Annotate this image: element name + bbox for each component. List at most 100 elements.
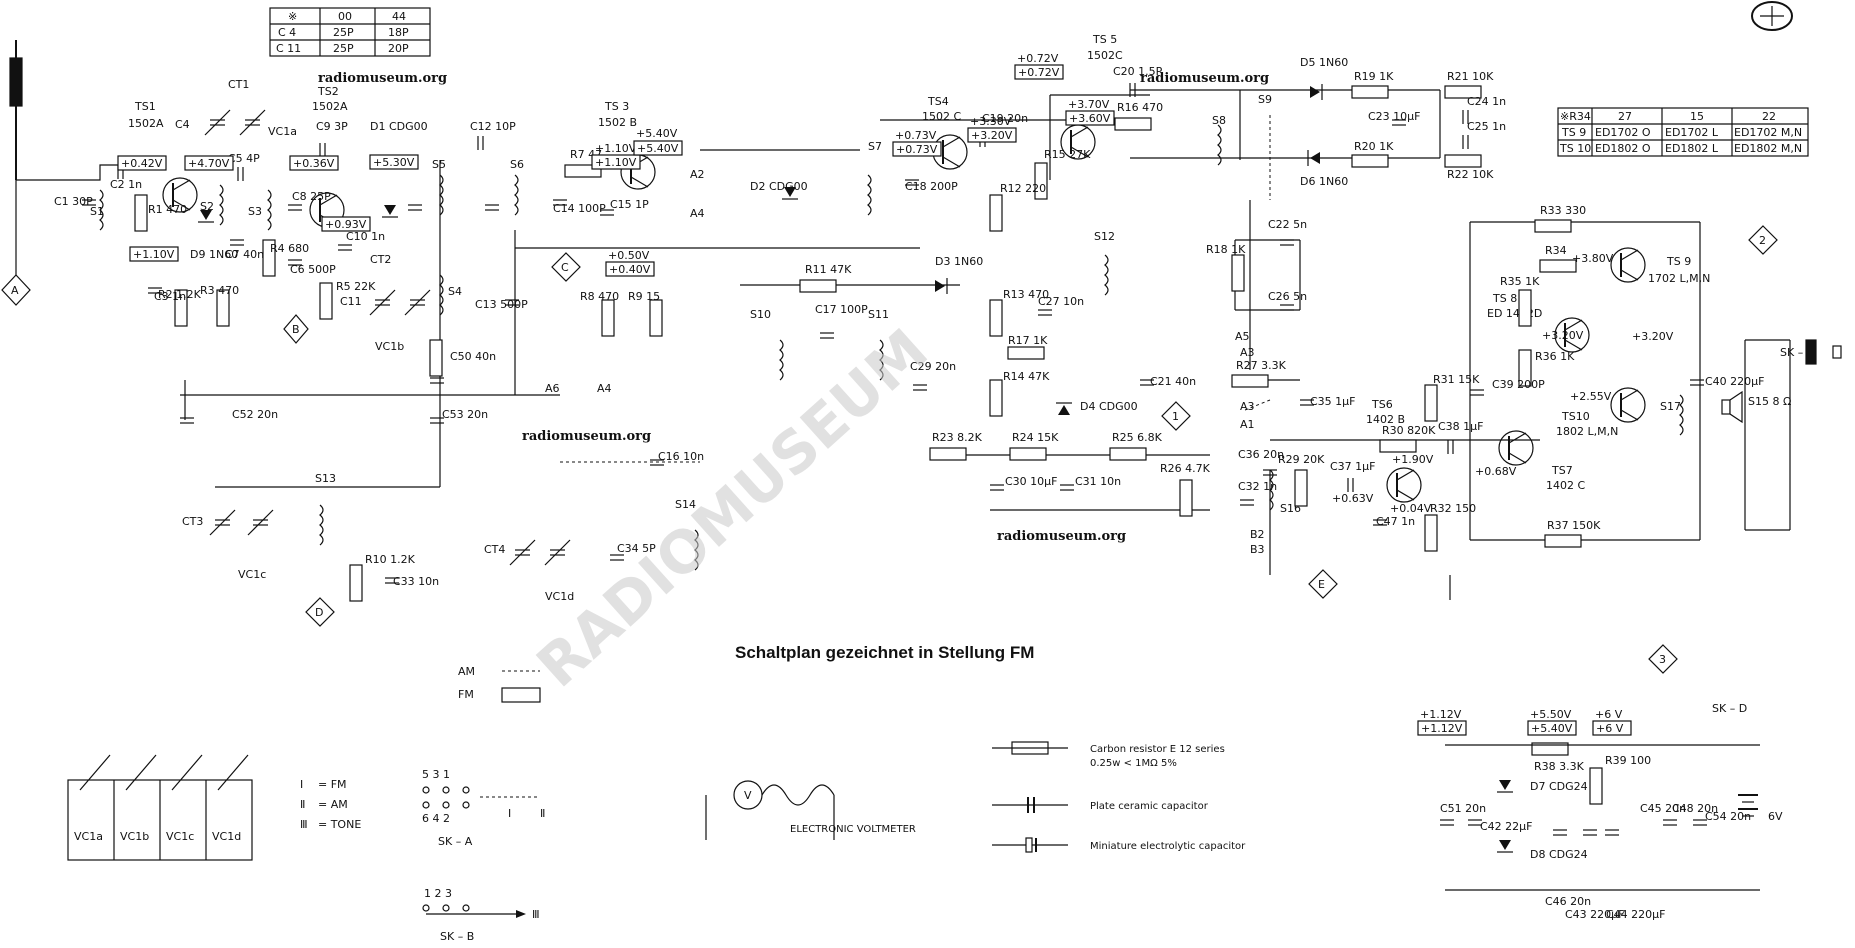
c18-label: C18 200P <box>905 180 958 193</box>
svg-text:ED1802 M,N: ED1802 M,N <box>1734 142 1802 155</box>
r12-label: R12 220 <box>1000 182 1046 195</box>
svg-text:ED1702 O: ED1702 O <box>1595 126 1651 139</box>
ct3-label: CT3 <box>182 515 203 528</box>
svg-text:= AM: = AM <box>318 798 348 811</box>
svg-text:+0.50V: +0.50V <box>608 249 650 262</box>
c52-label: C52 20n <box>232 408 278 421</box>
svg-text:※: ※ <box>288 10 297 23</box>
coil-s6: S6 <box>510 158 524 171</box>
c47-label: C47 1n <box>1376 515 1415 528</box>
svg-text:+0.73V: +0.73V <box>895 129 937 142</box>
coil-s4: S4 <box>448 285 462 298</box>
switch-contacts: A2 A4 A5 A3 A3 A1 A6 A4 B2 B3 SK – C SK … <box>545 168 1815 715</box>
c45-label: C45 20n <box>1640 802 1686 815</box>
r39-label: R39 100 <box>1605 754 1651 767</box>
r31-label: R31 15K <box>1433 373 1480 386</box>
coil-s10: S10 <box>750 308 771 321</box>
svg-text:A5: A5 <box>1235 330 1250 343</box>
svg-text:= FM: = FM <box>318 778 347 791</box>
svg-text:ELECTRONIC VOLTMETER: ELECTRONIC VOLTMETER <box>790 824 916 835</box>
svg-text:TS4: TS4 <box>927 95 949 108</box>
r34-label: R34 <box>1545 244 1567 257</box>
svg-text:VC1a: VC1a <box>74 830 103 843</box>
svg-text:+0.72V: +0.72V <box>1017 52 1059 65</box>
ct2-label: CT2 <box>370 253 391 266</box>
svg-text:FM: FM <box>458 688 474 701</box>
d4-label: D4 CDG00 <box>1080 400 1138 413</box>
svg-text:B3: B3 <box>1250 543 1265 556</box>
c23-label: C23 10µF <box>1368 110 1421 123</box>
svg-text:※R34: ※R34 <box>1560 110 1591 123</box>
r8-label: R8 470 <box>580 290 619 303</box>
capacitors <box>82 83 1707 836</box>
c30-label: C30 10µF <box>1005 475 1058 488</box>
connector-b: B <box>283 314 309 344</box>
vc1c-label: VC1c <box>238 568 266 581</box>
r37-label: R37 150K <box>1547 519 1601 532</box>
svg-text:TS 8: TS 8 <box>1492 292 1517 305</box>
r3-label: R3 470 <box>200 284 239 297</box>
svg-text:E: E <box>1318 578 1325 591</box>
svg-text:1502A: 1502A <box>128 117 164 130</box>
svg-text:VC1d: VC1d <box>212 830 241 843</box>
svg-text:Carbon resistor E 12 series: Carbon resistor E 12 series <box>1090 744 1225 755</box>
svg-text:TS 5: TS 5 <box>1092 33 1117 46</box>
svg-text:+4.70V: +4.70V <box>188 157 230 170</box>
c34-label: C34 5P <box>617 542 656 555</box>
r25-label: R25 6.8K <box>1112 431 1163 444</box>
c29-label: C29 20n <box>910 360 956 373</box>
svg-text:A3: A3 <box>1240 346 1255 359</box>
ct1-label: CT1 <box>228 78 249 91</box>
connector-a: A <box>1 274 31 306</box>
svg-text:Ⅲ: Ⅲ <box>300 818 308 831</box>
svg-text:TS10: TS10 <box>1561 410 1590 423</box>
svg-text:6 4 2: 6 4 2 <box>422 812 450 825</box>
svg-text:1802 L,M,N: 1802 L,M,N <box>1556 425 1618 438</box>
r4-label: R4 680 <box>270 242 309 255</box>
c31-label: C31 10n <box>1075 475 1121 488</box>
c12-label: C12 10P <box>470 120 516 133</box>
c3-label: C3 1n <box>154 290 186 303</box>
battery: 6V <box>1738 794 1783 823</box>
svg-text:+1.12V: +1.12V <box>1421 722 1463 735</box>
c27-label: C27 10n <box>1038 295 1084 308</box>
svg-text:+0.42V: +0.42V <box>121 157 163 170</box>
transistor-ts8: TS 8 ED 1402D <box>1487 292 1590 353</box>
r33-label: R33 330 <box>1540 204 1586 217</box>
r24-label: R24 15K <box>1012 431 1059 444</box>
c22-label: C22 5n <box>1268 218 1307 231</box>
c38-label: C38 1µF <box>1438 420 1484 433</box>
svg-text:SK – B: SK – B <box>440 930 474 943</box>
connector-3: 3 <box>1648 644 1678 674</box>
svg-text:+1.10V: +1.10V <box>595 156 637 169</box>
legend-gang-capacitors: VC1a VC1b VC1c VC1d <box>67 754 253 861</box>
svg-text:TS 10: TS 10 <box>1559 142 1591 155</box>
svg-text:Ⅲ: Ⅲ <box>532 908 540 921</box>
svg-text:0.25w < 1MΩ 5%: 0.25w < 1MΩ 5% <box>1090 758 1177 769</box>
c54-label: C54 20n <box>1705 810 1751 823</box>
svg-text:+3.30V: +3.30V <box>970 115 1012 128</box>
svg-text:+0.04V: +0.04V <box>1390 502 1432 515</box>
c37-label: C37 1µF <box>1330 460 1376 473</box>
coil-s14: S14 <box>675 498 696 511</box>
c43-label: C43 220µF <box>1565 908 1625 921</box>
r18-label: R18 1K <box>1206 243 1246 256</box>
r17-label: R17 1K <box>1008 334 1048 347</box>
transistor-ts10: TS10 1802 L,M,N <box>1556 387 1646 438</box>
svg-text:TS7: TS7 <box>1551 464 1573 477</box>
svg-text:SK – A: SK – A <box>438 835 473 848</box>
r34-variant-table: ※R34 27 15 22 TS 9 ED1702 O ED1702 L ED1… <box>1557 107 1809 157</box>
svg-text:V: V <box>744 789 752 802</box>
c24-label: C24 1n <box>1467 95 1506 108</box>
d5-label: D5 1N60 <box>1300 56 1348 69</box>
r27-label: R27 3.3K <box>1236 359 1287 372</box>
coil-s3: S3 <box>248 205 262 218</box>
c10-label: C10 1n <box>346 230 385 243</box>
svg-text:1702 L,M,N: 1702 L,M,N <box>1648 272 1710 285</box>
r30-label: R30 820K <box>1382 424 1436 437</box>
svg-text:+1.10V: +1.10V <box>595 142 637 155</box>
s17-label: S17 <box>1660 400 1681 413</box>
c2-label: C2 1n <box>110 178 142 191</box>
c53-label: C53 20n <box>442 408 488 421</box>
coil-s12: S12 <box>1094 230 1115 243</box>
